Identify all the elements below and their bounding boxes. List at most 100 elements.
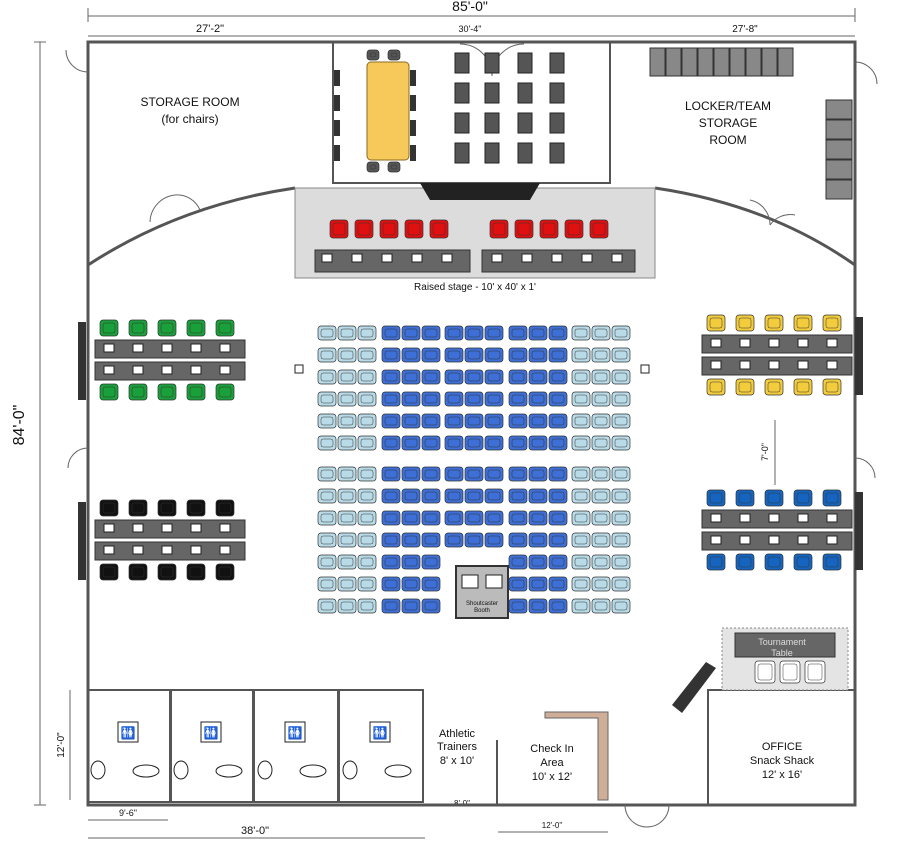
chair-icon bbox=[508, 576, 528, 592]
chair-cushion bbox=[757, 663, 773, 681]
locker bbox=[825, 119, 853, 140]
chair-cushion bbox=[825, 381, 839, 393]
restroom-glyph: 🚻 bbox=[288, 726, 303, 740]
chair-icon bbox=[822, 378, 842, 396]
chair-icon bbox=[157, 319, 177, 337]
chair-cushion bbox=[160, 386, 174, 398]
chair-cushion bbox=[614, 416, 628, 426]
chair-icon bbox=[528, 391, 548, 407]
chair-cushion bbox=[767, 492, 781, 504]
chair-icon bbox=[387, 49, 401, 61]
chair-icon bbox=[548, 510, 568, 526]
chair-icon bbox=[421, 347, 441, 363]
restroom-sign bbox=[117, 721, 139, 743]
chair-cushion bbox=[360, 579, 374, 589]
desk bbox=[454, 82, 470, 104]
chair-cushion bbox=[825, 556, 839, 568]
chair-cushion bbox=[487, 513, 501, 523]
speaker-icon bbox=[294, 364, 304, 374]
locker bbox=[681, 47, 698, 77]
chair-cushion bbox=[531, 469, 545, 479]
chair-cushion bbox=[320, 535, 334, 545]
tournament-table bbox=[734, 632, 836, 658]
furniture-layer: 🚻🚻🚻🚻 bbox=[78, 47, 863, 780]
chair-icon bbox=[571, 391, 591, 407]
chair-icon bbox=[611, 369, 631, 385]
chair-icon bbox=[822, 553, 842, 571]
chair-cushion bbox=[551, 394, 565, 404]
chair-icon bbox=[421, 466, 441, 482]
chair-cushion bbox=[160, 322, 174, 334]
side-door-top-left[interactable] bbox=[65, 49, 89, 73]
chair-icon bbox=[401, 510, 421, 526]
monitor-icon bbox=[485, 574, 503, 589]
chair-cushion bbox=[360, 535, 374, 545]
chair-cushion bbox=[531, 601, 545, 611]
locker-label-line: LOCKER/TEAM bbox=[685, 99, 771, 113]
chair-cushion bbox=[487, 535, 501, 545]
desk bbox=[549, 142, 565, 164]
chair-icon bbox=[337, 532, 357, 548]
chair-cushion bbox=[492, 222, 506, 236]
chair-icon bbox=[571, 466, 591, 482]
chair-cushion bbox=[738, 556, 752, 568]
chair-icon bbox=[337, 510, 357, 526]
locker-label-line: ROOM bbox=[709, 133, 746, 147]
chair-icon bbox=[421, 510, 441, 526]
chair-cushion bbox=[218, 322, 232, 334]
chair-cushion bbox=[404, 372, 418, 382]
chair-cushion bbox=[447, 469, 461, 479]
chair-icon bbox=[381, 347, 401, 363]
chair-icon bbox=[591, 510, 611, 526]
chair-icon bbox=[421, 488, 441, 504]
chair-icon bbox=[571, 325, 591, 341]
chair-icon bbox=[539, 219, 559, 239]
chair-cushion bbox=[574, 535, 588, 545]
chair-cushion bbox=[511, 438, 525, 448]
chair-cushion bbox=[424, 394, 438, 404]
overall-width-label: 85'-0" bbox=[452, 0, 488, 14]
chair-cushion bbox=[614, 394, 628, 404]
chair-cushion bbox=[531, 438, 545, 448]
chair-icon bbox=[735, 314, 755, 332]
chair-cushion bbox=[102, 322, 116, 334]
chair-cushion bbox=[551, 513, 565, 523]
front-doors[interactable] bbox=[624, 804, 670, 828]
chair-icon bbox=[128, 563, 148, 581]
sink-icon bbox=[299, 764, 327, 778]
chair-icon bbox=[464, 347, 484, 363]
chair-icon bbox=[381, 554, 401, 570]
chair-cushion bbox=[574, 372, 588, 382]
storage-door[interactable] bbox=[149, 194, 201, 223]
chair-cushion bbox=[531, 557, 545, 567]
chair-cushion bbox=[384, 491, 398, 501]
locker-door[interactable] bbox=[749, 199, 796, 226]
restroom-sign bbox=[200, 721, 222, 743]
chair-cushion bbox=[511, 416, 525, 426]
chair-icon bbox=[464, 413, 484, 429]
chair-icon bbox=[611, 598, 631, 614]
chair-cushion bbox=[340, 535, 354, 545]
side-door-right[interactable] bbox=[854, 457, 876, 479]
chair-icon bbox=[528, 466, 548, 482]
restroom-icon: 🚻 bbox=[117, 721, 139, 743]
locker bbox=[825, 99, 853, 120]
toilet-icon bbox=[90, 760, 106, 780]
chair-cushion bbox=[511, 328, 525, 338]
chair-icon bbox=[99, 319, 119, 337]
chair-icon bbox=[317, 532, 337, 548]
chair-icon bbox=[484, 435, 504, 451]
chair-icon bbox=[464, 532, 484, 548]
monitor-icon bbox=[739, 535, 751, 545]
overall-height-label: 84'-0" bbox=[11, 405, 28, 446]
monitor-icon bbox=[491, 253, 503, 263]
chair-icon bbox=[381, 576, 401, 592]
chair-icon bbox=[381, 510, 401, 526]
chair-icon bbox=[401, 598, 421, 614]
monitor-icon bbox=[797, 535, 809, 545]
chair-icon bbox=[508, 598, 528, 614]
side-door-top-right[interactable] bbox=[854, 61, 878, 85]
chair-icon bbox=[508, 532, 528, 548]
side-door-left[interactable] bbox=[67, 447, 89, 469]
chair-cushion bbox=[320, 469, 334, 479]
